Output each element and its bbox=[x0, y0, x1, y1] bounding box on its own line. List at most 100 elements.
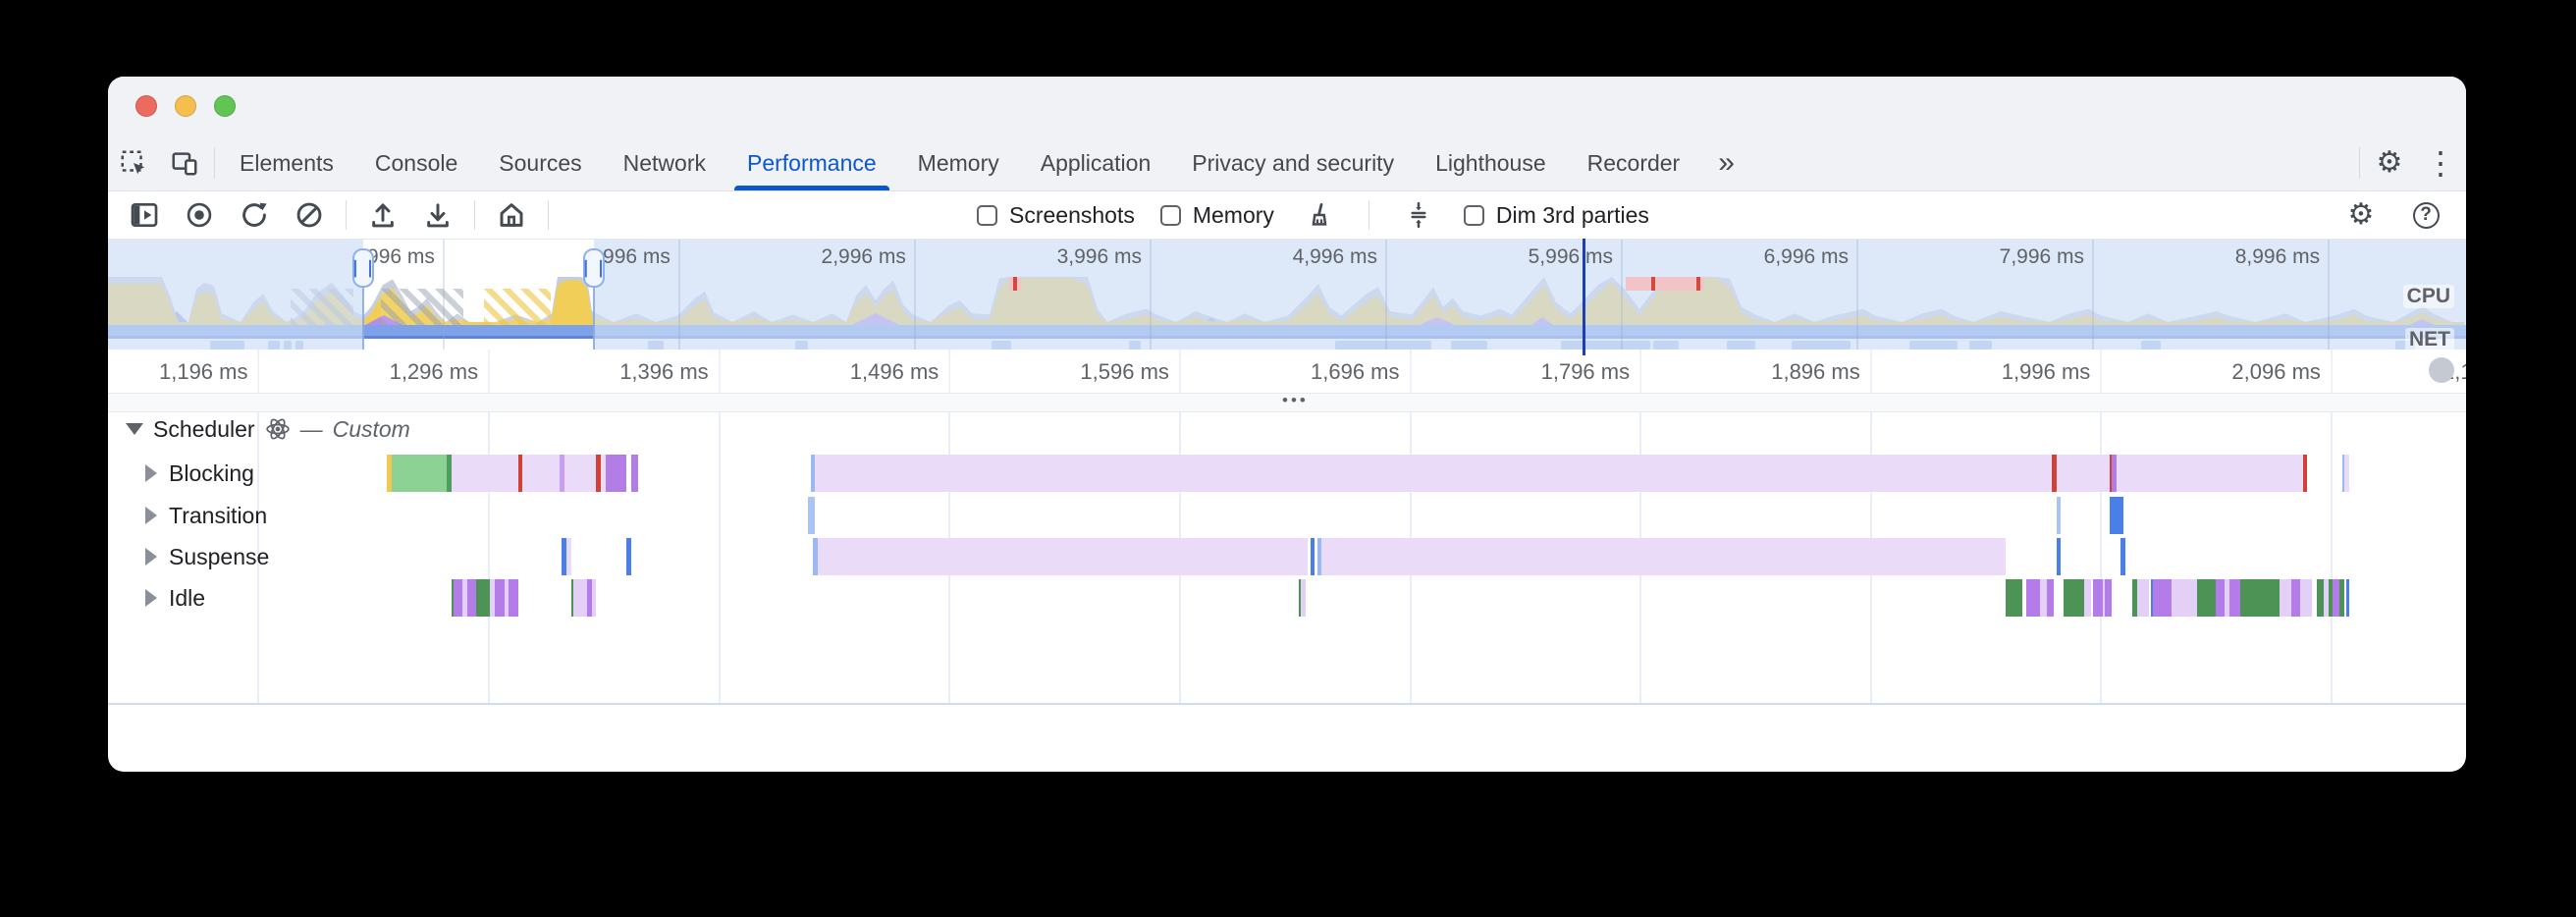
timeline-span[interactable] bbox=[2109, 455, 2113, 492]
timeline-span[interactable] bbox=[812, 538, 818, 575]
timeline-span[interactable] bbox=[2196, 579, 2216, 617]
timeline-span[interactable] bbox=[386, 455, 392, 492]
toggle-sidebar-button[interactable] bbox=[122, 195, 167, 235]
device-toolbar-button[interactable] bbox=[159, 135, 210, 190]
timeline-span[interactable] bbox=[2047, 579, 2055, 617]
timeline-span[interactable] bbox=[1298, 579, 1302, 617]
timeline-span[interactable] bbox=[1301, 579, 1306, 617]
timeline-span[interactable] bbox=[1321, 538, 2007, 575]
details-pane-divider[interactable] bbox=[108, 703, 2466, 705]
timeline-span[interactable] bbox=[490, 579, 496, 617]
timeline-span[interactable] bbox=[564, 455, 597, 492]
capture-settings-button[interactable]: ⚙ bbox=[2338, 195, 2384, 235]
timeline-span[interactable] bbox=[522, 455, 560, 492]
timeline-span[interactable] bbox=[476, 579, 491, 617]
timeline-span[interactable] bbox=[570, 579, 573, 617]
timeline-span[interactable] bbox=[2132, 579, 2137, 617]
timeline-span[interactable] bbox=[2316, 579, 2324, 617]
timeline-span[interactable] bbox=[391, 455, 447, 492]
tab-console[interactable]: Console bbox=[354, 135, 478, 190]
timeline-span[interactable] bbox=[2225, 579, 2229, 617]
timeline-span[interactable] bbox=[2105, 579, 2113, 617]
tab-memory[interactable]: Memory bbox=[897, 135, 1020, 190]
screenshots-checkbox[interactable]: Screenshots bbox=[977, 202, 1135, 229]
timeline-span[interactable] bbox=[2056, 538, 2062, 575]
timeline-span[interactable] bbox=[2339, 579, 2344, 617]
dim-3rd-parties-checkbox[interactable]: Dim 3rd parties bbox=[1463, 202, 1649, 229]
scheduler-track-header[interactable]: Scheduler — Custom bbox=[126, 414, 410, 444]
timeline-span[interactable] bbox=[808, 497, 816, 534]
timeline-span[interactable] bbox=[559, 455, 564, 492]
timeline-span[interactable] bbox=[2083, 579, 2091, 617]
track-row-idle[interactable]: Idle bbox=[145, 583, 205, 613]
timeline-span[interactable] bbox=[2026, 579, 2041, 617]
more-tabs-button[interactable]: » bbox=[1718, 146, 1735, 179]
selection-left-handle[interactable]: ❘❘ bbox=[349, 248, 377, 288]
tab-privacy-and-security[interactable]: Privacy and security bbox=[1171, 135, 1415, 190]
tab-sources[interactable]: Sources bbox=[478, 135, 602, 190]
timeline-span[interactable] bbox=[2240, 579, 2281, 617]
timeline-span[interactable] bbox=[2052, 455, 2057, 492]
timeline-span[interactable] bbox=[601, 455, 606, 492]
timeline-span[interactable] bbox=[2228, 579, 2241, 617]
minimize-button[interactable] bbox=[175, 95, 196, 117]
track-row-blocking[interactable]: Blocking bbox=[145, 458, 254, 488]
memory-checkbox[interactable]: Memory bbox=[1159, 202, 1274, 229]
window-titlebar[interactable] bbox=[108, 77, 2466, 135]
track-row-suspense[interactable]: Suspense bbox=[145, 542, 269, 571]
timeline-span[interactable] bbox=[466, 579, 477, 617]
timeline-span[interactable] bbox=[2153, 579, 2173, 617]
devtools-settings-button[interactable]: ⚙ bbox=[2364, 135, 2415, 190]
timeline-span[interactable] bbox=[2112, 455, 2117, 492]
timeline-span[interactable] bbox=[2215, 579, 2225, 617]
timeline-span[interactable] bbox=[625, 538, 631, 575]
timeline-span[interactable] bbox=[2136, 579, 2149, 617]
tab-application[interactable]: Application bbox=[1020, 135, 1172, 190]
chevron-right-icon[interactable] bbox=[145, 589, 157, 607]
timeline-span[interactable] bbox=[2323, 579, 2329, 617]
timeline-span[interactable] bbox=[2093, 579, 2103, 617]
timeline-span[interactable] bbox=[2056, 455, 2110, 492]
timeline-span[interactable] bbox=[2341, 455, 2344, 492]
timeline-span[interactable] bbox=[2280, 579, 2292, 617]
timeline-span[interactable] bbox=[572, 579, 587, 617]
timeline-span[interactable] bbox=[2150, 579, 2154, 617]
timeline-span[interactable] bbox=[462, 579, 467, 617]
timeline-span[interactable] bbox=[2291, 579, 2301, 617]
timeline-span[interactable] bbox=[451, 579, 454, 617]
timeline-span[interactable] bbox=[565, 538, 571, 575]
collect-garbage-button[interactable] bbox=[1300, 195, 1339, 235]
timeline-span[interactable] bbox=[2328, 579, 2334, 617]
timeline-span[interactable] bbox=[2063, 579, 2084, 617]
chevron-right-icon[interactable] bbox=[145, 507, 157, 524]
chevron-down-icon[interactable] bbox=[126, 423, 143, 435]
zoom-button[interactable] bbox=[214, 95, 236, 117]
timeline-span[interactable] bbox=[1310, 538, 1315, 575]
timeline-span[interactable] bbox=[504, 579, 510, 617]
panel-resize-handle[interactable]: ••• bbox=[108, 391, 2466, 412]
inspect-element-button[interactable] bbox=[108, 135, 159, 190]
track-row-transition[interactable]: Transition bbox=[145, 501, 267, 530]
timeline-span[interactable] bbox=[591, 579, 597, 617]
close-button[interactable] bbox=[135, 95, 157, 117]
record-and-reload-button[interactable] bbox=[232, 195, 277, 235]
tab-recorder[interactable]: Recorder bbox=[1567, 135, 1701, 190]
timeline-span[interactable] bbox=[2109, 497, 2123, 534]
timeline-span[interactable] bbox=[2333, 579, 2340, 617]
tab-elements[interactable]: Elements bbox=[219, 135, 354, 190]
timeline-span[interactable] bbox=[586, 579, 592, 617]
chevron-right-icon[interactable] bbox=[145, 548, 157, 566]
timeline-span[interactable] bbox=[1316, 538, 1322, 575]
clear-recording-button[interactable] bbox=[287, 195, 332, 235]
load-profile-button[interactable] bbox=[360, 195, 405, 235]
timeline-span[interactable] bbox=[2056, 497, 2062, 534]
timeline-span[interactable] bbox=[453, 579, 463, 617]
playhead-marker[interactable] bbox=[1583, 239, 1586, 355]
timeline-span[interactable] bbox=[2006, 579, 2022, 617]
tab-lighthouse[interactable]: Lighthouse bbox=[1415, 135, 1567, 190]
timeline-span[interactable] bbox=[2302, 455, 2308, 492]
timeline-span[interactable] bbox=[2120, 538, 2126, 575]
help-button[interactable]: ? bbox=[2403, 195, 2448, 235]
timeline-span[interactable] bbox=[2172, 579, 2197, 617]
